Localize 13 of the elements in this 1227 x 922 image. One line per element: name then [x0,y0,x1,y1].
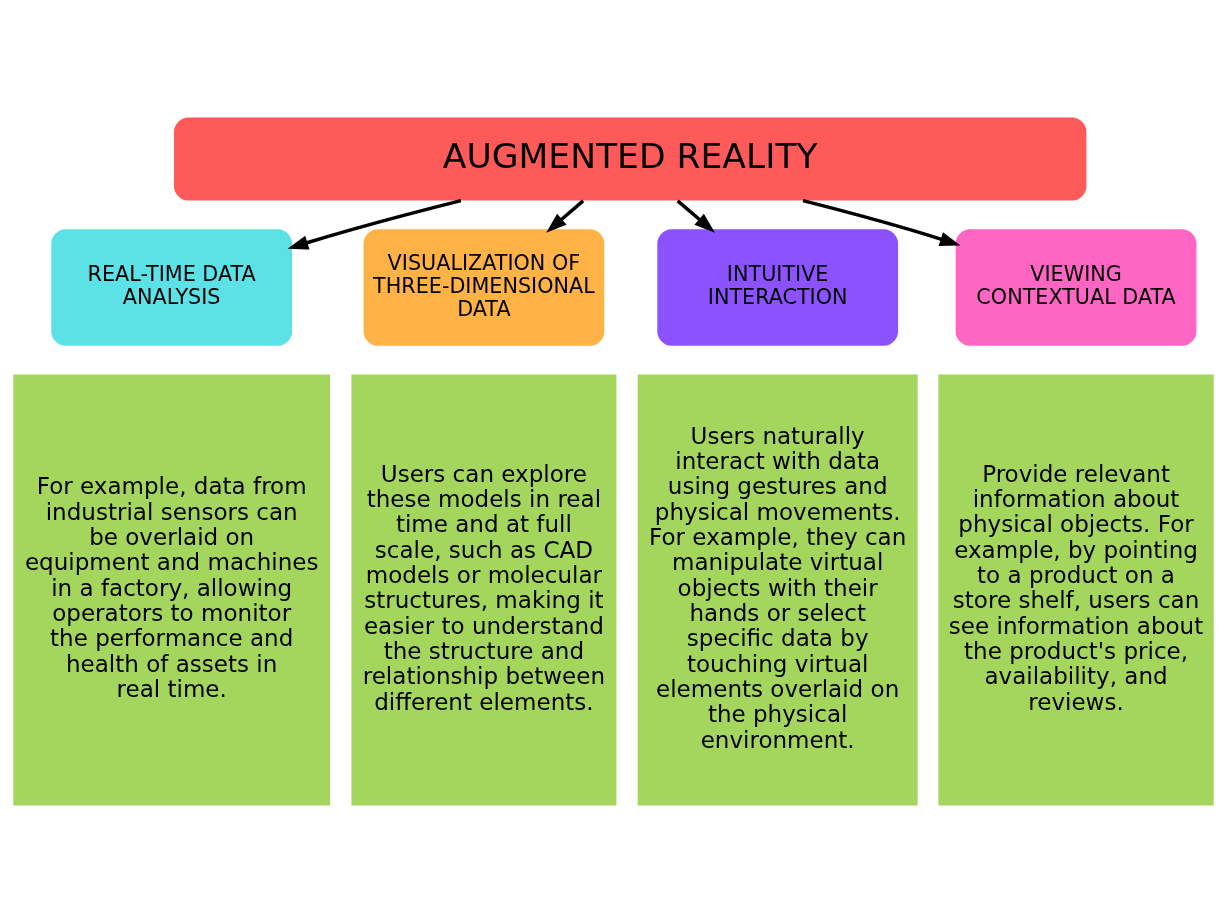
node-box: Users can explore these models in real time and at full scale, such as CAD models or molecular structures, making it easier to understand the structure and relationship between different elements. [351,374,617,805]
arrow [676,199,715,233]
arrow [802,198,961,246]
node-box: Provide relevant information about physical objects. For example, by pointing to a product on a store shelf, users can see information about the product's price, availability, and reviews. [938,374,1214,805]
node-box: REAL-TIME DATA ANALYSIS [51,228,293,346]
node-box: For example, data from industrial sensors can be overlaid on equipment and machines in a factory, allowing operators to monitor the performance and health of assets in real time. [13,374,331,805]
node-box: AUGMENTED REALITY [174,117,1087,201]
arrow [546,199,585,233]
node-box: VISUALIZATION OF THREE-DIMENSIONAL DATA [363,228,605,346]
node-box: INTUITIVE INTERACTION [657,228,899,346]
node-box: Users naturally interact with data using gestures and physical movements. For example, they can manipulate virtual objects with their hands or select specific data by touching virtual elements overlaid on the physical environment. [637,374,918,805]
arrow [287,198,462,250]
node-box: VIEWING CONTEXTUAL DATA [955,228,1197,346]
